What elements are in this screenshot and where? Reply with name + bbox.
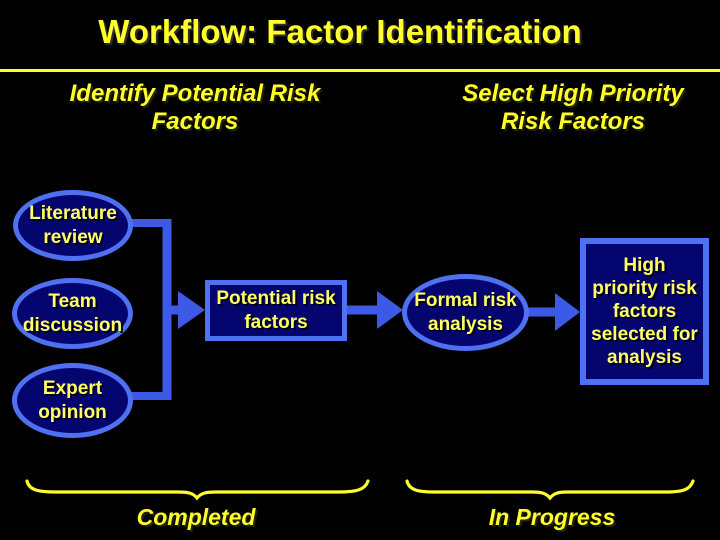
- node-high-priority-selected: High priority risk factors selected for …: [580, 238, 709, 385]
- arrowhead-icon: [555, 293, 580, 331]
- node-potential-risk-factors: Potential risk factors: [205, 280, 347, 341]
- node-label: High priority risk factors selected for …: [591, 254, 698, 369]
- node-label: Formal risk analysis: [414, 289, 517, 335]
- node-label: Literature review: [29, 202, 117, 248]
- arrowhead-icon: [178, 291, 205, 329]
- node-literature-review: Literature review: [13, 190, 133, 261]
- inprogress-underbrace: [405, 479, 695, 501]
- node-label: Expert opinion: [38, 377, 107, 423]
- node-team-discussion: Team discussion: [12, 278, 133, 349]
- flow-arrow-to-formal: [346, 291, 403, 329]
- node-expert-opinion: Expert opinion: [12, 363, 133, 438]
- node-label: Potential risk factors: [216, 287, 336, 333]
- title-divider: [0, 69, 720, 72]
- source-elbow-connector: [127, 219, 172, 400]
- status-label-inprogress: In Progress: [488, 504, 616, 530]
- arrowhead-icon: [377, 291, 403, 329]
- completed-underbrace: [25, 479, 370, 501]
- node-formal-risk-analysis: Formal risk analysis: [402, 274, 529, 351]
- status-label-completed: Completed: [136, 504, 256, 530]
- column-heading-identify: Identify Potential Risk Factors: [69, 80, 321, 136]
- node-label: Team discussion: [22, 290, 123, 336]
- page-title: Workflow: Factor Identification: [98, 13, 582, 50]
- flow-arrow-to-selected: [527, 293, 580, 331]
- flow-arrow-to-potential: [166, 291, 205, 329]
- column-heading-select: Select High Priority Risk Factors: [462, 80, 684, 136]
